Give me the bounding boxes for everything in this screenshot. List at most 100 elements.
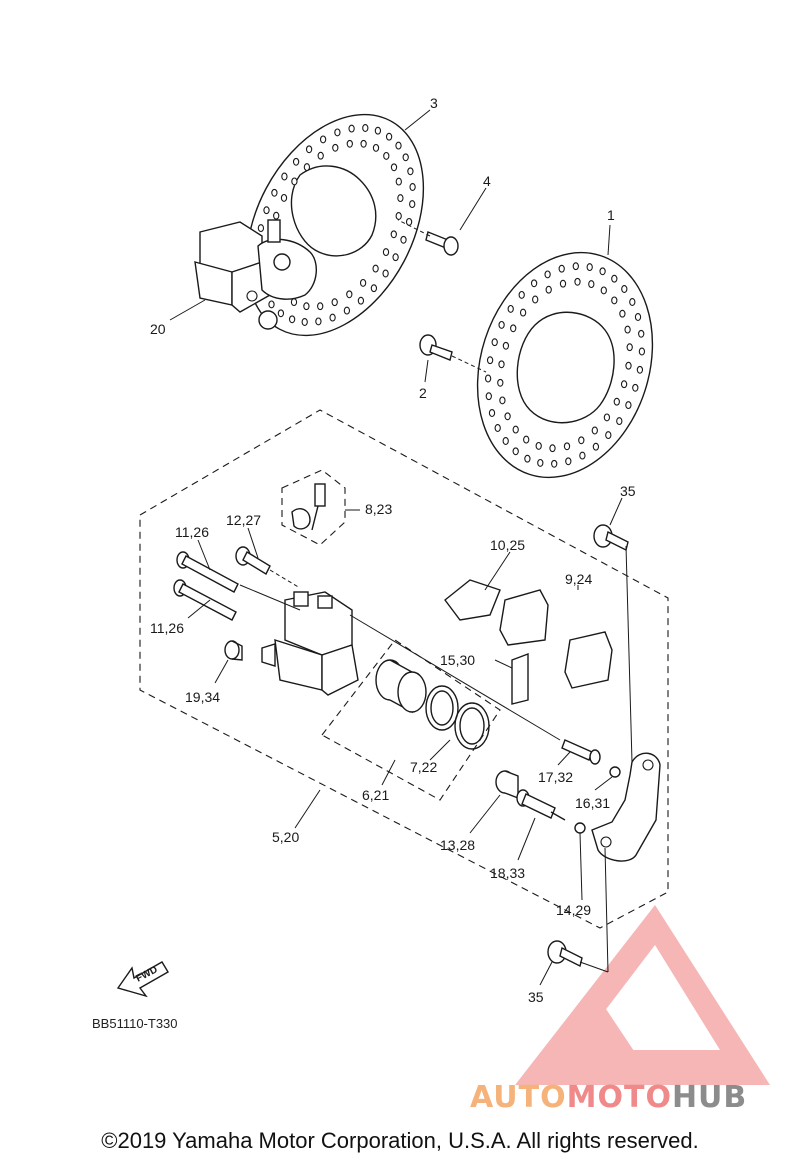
label-17-32: 17,32 [538, 769, 573, 785]
caliper-bracket [591, 752, 661, 862]
rotor-hole [488, 409, 496, 417]
rotor-hole [374, 126, 382, 135]
rotor-hole [301, 318, 308, 326]
rotor-hole [551, 459, 558, 468]
rotor-hole [273, 211, 280, 220]
rotor-hole [613, 397, 620, 406]
rotor-hole [588, 280, 595, 289]
rotor-hole [362, 124, 369, 132]
piston-seal-7 [425, 685, 490, 750]
rotor-hole [497, 378, 504, 387]
leader-lines [169, 109, 623, 986]
piston-group-boundary [321, 639, 501, 801]
assembly-lines [239, 545, 633, 973]
rotor-hole [632, 383, 639, 392]
label-18-33: 18,33 [490, 865, 525, 881]
rotor-hole [292, 157, 300, 166]
rotor-hole [290, 298, 298, 307]
rotor-hole [544, 270, 551, 279]
rotor-hole [535, 441, 542, 450]
rotor-hole [346, 290, 353, 299]
rotor-hole [510, 324, 517, 333]
piston-6 [375, 659, 427, 714]
plug-19 [224, 640, 243, 661]
label-7-22: 7,22 [410, 759, 437, 775]
bolt-35-upper [593, 524, 629, 552]
assembly-boundary [139, 409, 669, 929]
rotor-hole [329, 313, 336, 322]
rotor-hole [621, 285, 628, 293]
rotor-hole [409, 183, 416, 191]
slide-pin-18 [516, 789, 566, 821]
rotor-hole [619, 309, 626, 318]
rotor-hole [504, 412, 511, 421]
rotor-hole [626, 343, 633, 352]
rotor-hole [579, 451, 586, 460]
rotor-hole [591, 426, 598, 435]
brake-pad-9b [564, 631, 613, 689]
rotor-hole [502, 341, 510, 350]
rotor-hole [616, 417, 623, 426]
rotor-hole [636, 365, 644, 374]
rotor-hole [407, 167, 414, 176]
rotor-hole [348, 124, 355, 133]
rotor-hole [494, 424, 501, 432]
rotor-hole [317, 151, 324, 160]
brake-pad-9a [499, 589, 549, 646]
label-35-upper: 35 [620, 483, 636, 499]
rotor-hole [629, 298, 636, 306]
rotor-hole [263, 206, 270, 215]
caliper-body-5 [261, 591, 359, 696]
rotor-hole [485, 392, 492, 401]
label-20: 20 [150, 321, 166, 337]
rotor-hole [603, 413, 611, 422]
rotor-hole [624, 325, 631, 334]
bolt-12 [235, 546, 301, 589]
rotor-hole [409, 200, 416, 209]
rotor-hole [634, 313, 642, 321]
rotor-hole [334, 128, 341, 137]
rotor-hole [600, 286, 607, 295]
rotor-hole [359, 278, 367, 287]
rotor-hole [549, 444, 556, 453]
rotor-hole [400, 235, 407, 244]
label-2: 2 [419, 385, 427, 401]
rotor-hole [498, 360, 505, 369]
slide-pin-17 [561, 739, 601, 765]
pin-bolt-11a [176, 551, 239, 593]
rotor-hole [390, 230, 397, 239]
rotor-hole [303, 163, 311, 172]
rotor-hole [303, 302, 310, 311]
rotor-hole [288, 315, 296, 324]
label-6-21: 6,21 [362, 787, 389, 803]
rotor-hole [392, 253, 399, 262]
label-8-23: 8,23 [365, 501, 392, 517]
watermark-logo-icon [515, 905, 770, 1085]
label-9-24: 9,24 [565, 571, 592, 587]
brake-disc-1 [476, 251, 654, 479]
label-16-31: 16,31 [575, 795, 610, 811]
rotor-hole [346, 139, 353, 148]
rotor-hole [625, 401, 632, 410]
rotor-hole [382, 269, 389, 278]
rotor-hole [530, 279, 538, 288]
watermark-part-hub: HUB [671, 1080, 748, 1115]
rotor-hole [512, 425, 519, 434]
rotor-hole [524, 454, 531, 463]
rotor-hole [519, 308, 527, 317]
label-14-29: 14,29 [556, 902, 591, 918]
rotor-hole [592, 442, 600, 451]
fwd-arrow-icon: FWD [116, 961, 169, 998]
pad-spring-10 [444, 579, 501, 621]
rotor-hole [599, 267, 606, 276]
rotor-hole [280, 193, 288, 202]
label-19-34: 19,34 [185, 689, 220, 705]
rotor-hole [620, 380, 628, 389]
diagram-code: BB51110-T330 [92, 1016, 178, 1031]
rotor-hole [385, 132, 393, 141]
rotor-hole [271, 188, 278, 197]
rotor-hole [317, 302, 324, 311]
pad-clip-15 [511, 652, 529, 705]
rotor-hole [395, 141, 402, 150]
rotor-hole [383, 151, 390, 160]
